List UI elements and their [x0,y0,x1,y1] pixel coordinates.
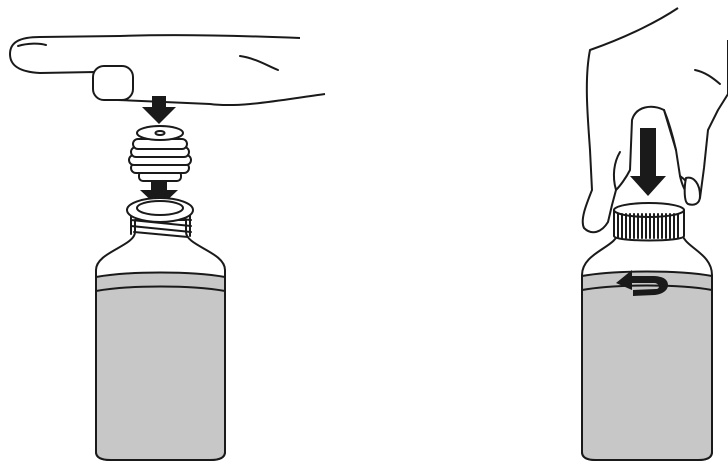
rotate-arrow-icon [616,270,668,296]
pressing-hand [9,34,326,107]
liquid [581,270,713,461]
gripping-hand [581,7,728,234]
right-panel [581,7,728,461]
down-arrow-icon [142,96,176,124]
bottle-adapter [128,125,192,182]
medicine-bottle [95,197,226,461]
down-arrow-icon [140,180,178,208]
medicine-bottle [581,223,713,461]
liquid [95,271,226,461]
thumb-nail [92,65,134,101]
left-panel [9,34,326,461]
down-arrow-icon [630,128,666,196]
ribbed-cap [613,202,685,242]
